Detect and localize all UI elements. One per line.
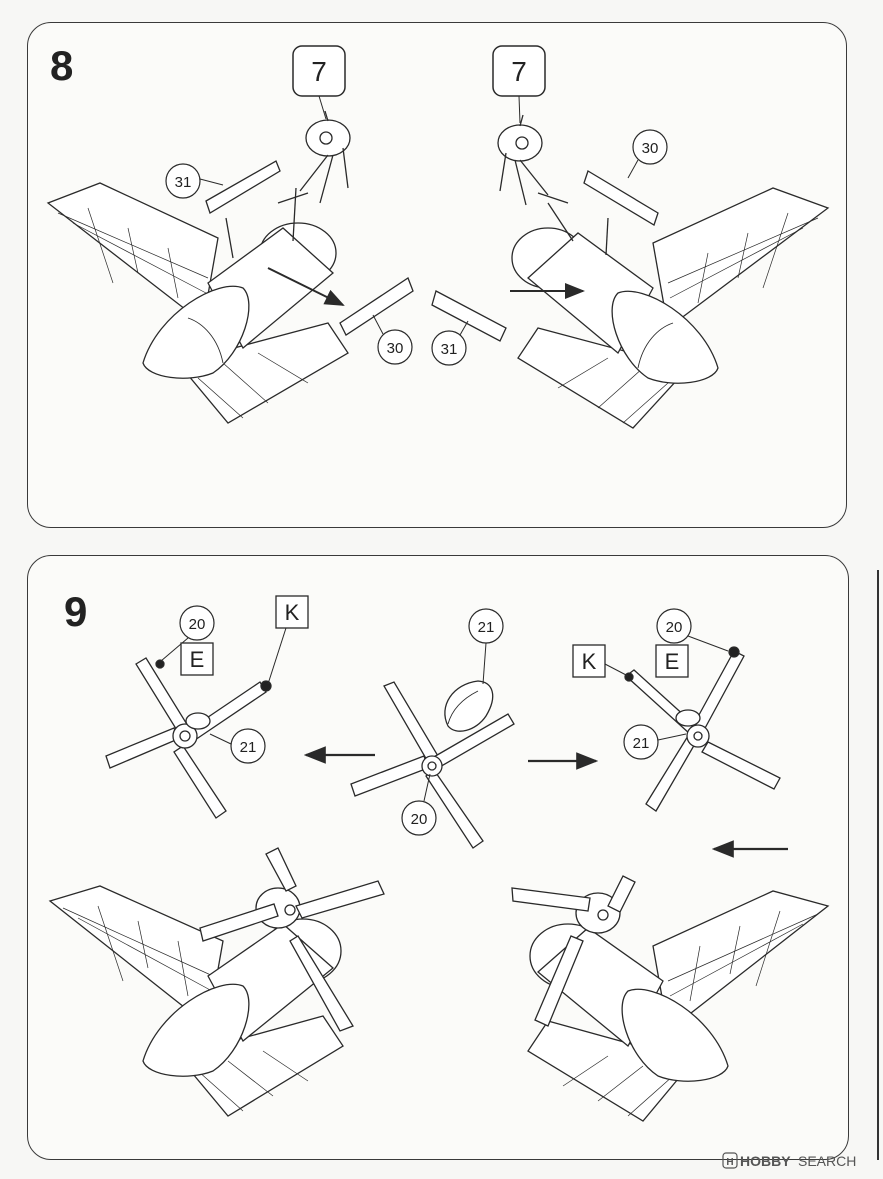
callout-label: 30 (642, 140, 659, 157)
step-8-illustration: 7 7 31 30 30 31 (46, 45, 830, 429)
callout-box-right-K: K (572, 644, 629, 678)
step-number: 8 (50, 42, 74, 89)
assembly-arrows (303, 746, 788, 858)
aircraft-right-drawing (431, 114, 830, 429)
svg-text:H: H (726, 1157, 733, 1168)
callout-label: 31 (441, 341, 458, 358)
callout-circle-right-31: 31 (431, 320, 469, 366)
aircraft-right-with-propeller (511, 875, 830, 1122)
callout-box-left-E: E (180, 642, 214, 676)
callout-circle-left-20: 20 (160, 605, 215, 662)
callout-box-right: 7 (492, 45, 546, 124)
callout-label: 21 (478, 619, 495, 636)
callout-label: 20 (411, 811, 428, 828)
callout-circle-left-30: 30 (372, 314, 413, 365)
step-9-panel: 9 (27, 555, 849, 1160)
callout-label: 21 (240, 739, 257, 756)
callout-circle-right-21: 21 (623, 724, 687, 760)
step-9-illustration: 20 E K 21 21 20 2 (48, 595, 830, 1122)
callout-circle-left-21: 21 (209, 728, 266, 764)
aircraft-left-with-propeller (48, 847, 385, 1117)
propeller-center-drawing (350, 680, 515, 849)
propeller-right-drawing (624, 646, 781, 812)
step-number: 9 (64, 588, 88, 635)
callout-label: 20 (666, 619, 683, 636)
step-8-panel: 8 (27, 22, 847, 528)
callout-label: K (285, 600, 300, 625)
callout-circle-right-30: 30 (627, 129, 668, 179)
callout-label: 7 (511, 56, 527, 87)
callout-label: 21 (633, 735, 650, 752)
callout-label: 31 (175, 174, 192, 191)
watermark-suffix: SEARCH (798, 1153, 856, 1169)
callout-label: 7 (311, 56, 327, 87)
callout-circle-center-21: 21 (468, 608, 504, 685)
callout-circle-left-31: 31 (165, 163, 224, 199)
callout-label: E (190, 647, 205, 672)
adjacent-page-edge (877, 570, 883, 1160)
callout-circle-right-20: 20 (656, 608, 729, 652)
callout-box-right-E: E (655, 644, 689, 678)
callout-box-left-K: K (267, 595, 309, 685)
callout-circle-center-20: 20 (401, 773, 437, 836)
hobby-search-watermark: H HOBBY SEARCH (722, 1152, 856, 1169)
propeller-left-drawing (105, 657, 272, 819)
callout-box-left: 7 (292, 45, 346, 120)
callout-label: 20 (189, 616, 206, 633)
watermark-brand: HOBBY (740, 1153, 791, 1169)
aircraft-left-drawing (46, 110, 414, 424)
callout-label: 30 (387, 340, 404, 357)
callout-label: E (665, 649, 680, 674)
callout-label: K (582, 649, 597, 674)
